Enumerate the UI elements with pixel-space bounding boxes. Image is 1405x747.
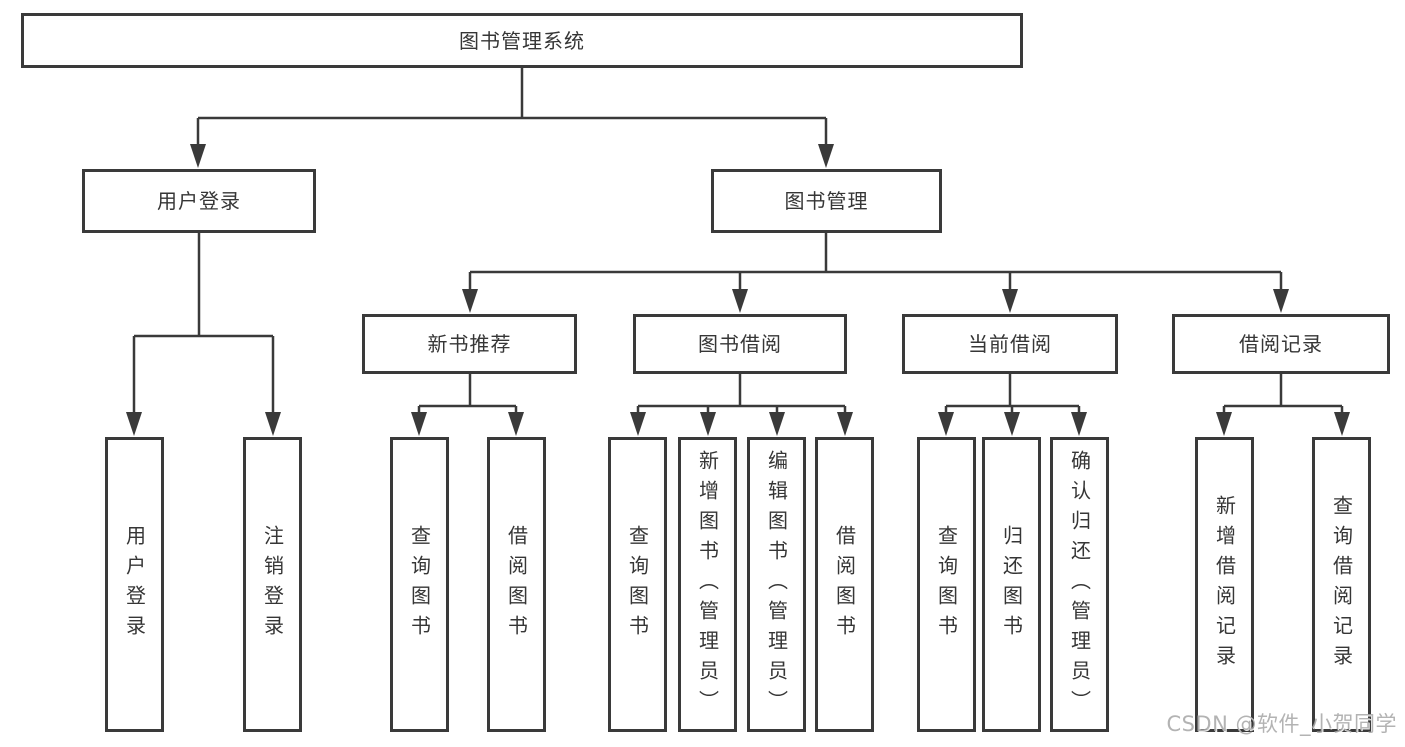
- node-book-management: 图书管理: [711, 169, 942, 233]
- leaf-borrow-books-under-borrowing: 借阅图书: [815, 437, 874, 732]
- node-current-borrowing: 当前借阅: [902, 314, 1118, 374]
- leaf-logout: 注销登录: [243, 437, 302, 732]
- leaf-query-books-under-recommendation: 查询图书: [390, 437, 449, 732]
- leaf-borrow-books-under-recommendation: 借阅图书: [487, 437, 546, 732]
- leaf-edit-books-admin: 编辑图书（管理员）: [747, 437, 806, 732]
- arrow-heads: [126, 144, 1350, 436]
- node-new-book-recommendation: 新书推荐: [362, 314, 577, 374]
- connector-stems: [132, 68, 1344, 415]
- leaf-query-books-under-borrowing: 查询图书: [608, 437, 667, 732]
- node-borrowing-records: 借阅记录: [1172, 314, 1390, 374]
- csdn-watermark: CSDN @软件_小贺同学: [1166, 712, 1397, 736]
- leaf-query-borrow-record: 查询借阅记录: [1312, 437, 1371, 732]
- leaf-return-books: 归还图书: [982, 437, 1041, 732]
- leaf-query-books-under-current: 查询图书: [917, 437, 976, 732]
- leaf-user-login: 用户登录: [105, 437, 164, 732]
- node-book-borrowing: 图书借阅: [633, 314, 847, 374]
- node-user-login: 用户登录: [82, 169, 316, 233]
- node-root-library-system: 图书管理系统: [21, 13, 1023, 68]
- leaf-confirm-return-admin: 确认归还（管理员）: [1050, 437, 1109, 732]
- leaf-add-books-admin: 新增图书（管理员）: [678, 437, 737, 732]
- leaf-add-borrow-record: 新增借阅记录: [1195, 437, 1254, 732]
